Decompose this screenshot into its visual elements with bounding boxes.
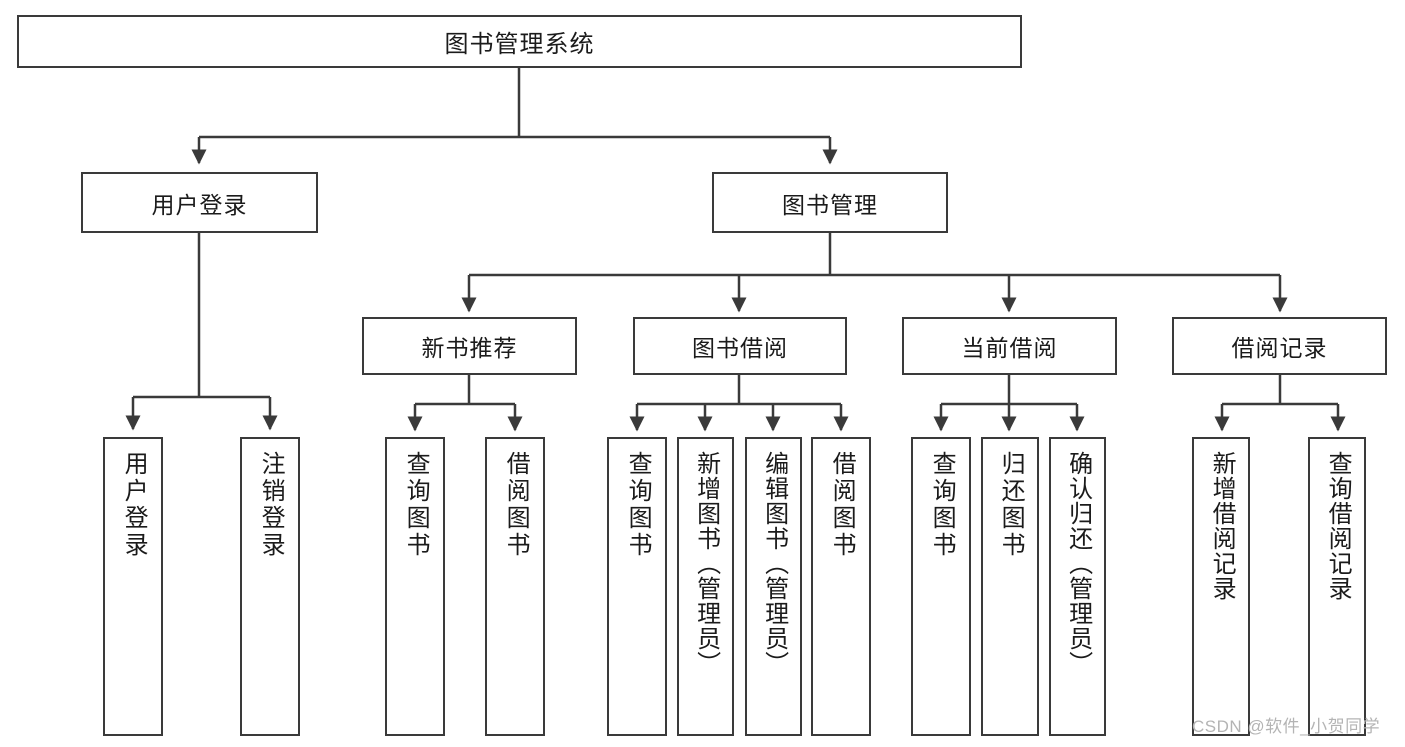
node-current-borrow[interactable]: 当前借阅 (902, 317, 1117, 375)
node-label: 新书推荐 (421, 335, 518, 361)
leaf-label: 借阅图书 (502, 451, 530, 559)
leaf-label: 查询图书 (402, 451, 430, 559)
leaf-label: 借阅图书 (828, 451, 856, 559)
leaf-label: 用户登录 (120, 451, 148, 559)
node-book-management[interactable]: 图书管理 (712, 172, 948, 233)
csdn-watermark: CSDN @软件_小贺同学 (1192, 717, 1381, 736)
leaf-confirm-return-admin[interactable]: 确认归还（管理员） (1049, 437, 1106, 736)
leaf-label: 注销登录 (257, 451, 285, 559)
node-label: 借阅记录 (1231, 335, 1328, 361)
node-label: 当前借阅 (961, 335, 1058, 361)
node-borrow-record[interactable]: 借阅记录 (1172, 317, 1387, 375)
node-new-book-recommend[interactable]: 新书推荐 (362, 317, 577, 375)
leaf-borrow-book[interactable]: 借阅图书 (811, 437, 871, 736)
node-label: 图书管理系统 (444, 31, 595, 58)
leaf-logout-login[interactable]: 注销登录 (240, 437, 300, 736)
leaf-label: 确认归还（管理员） (1064, 451, 1092, 676)
leaf-label: 归还图书 (997, 451, 1025, 559)
node-user-login[interactable]: 用户登录 (81, 172, 318, 233)
leaf-add-book-admin[interactable]: 新增图书（管理员） (677, 437, 734, 736)
node-label: 图书借阅 (692, 335, 788, 361)
leaf-query-book-borrow[interactable]: 查询图书 (607, 437, 667, 736)
leaf-user-login[interactable]: 用户登录 (103, 437, 163, 736)
node-label: 用户登录 (151, 191, 248, 218)
leaf-query-borrow-record[interactable]: 查询借阅记录 (1308, 437, 1366, 736)
leaf-label: 新增借阅记录 (1208, 451, 1236, 601)
leaf-label: 查询图书 (624, 451, 652, 559)
leaf-return-book[interactable]: 归还图书 (981, 437, 1039, 736)
leaf-borrow-book-recommend[interactable]: 借阅图书 (485, 437, 545, 736)
leaf-add-borrow-record[interactable]: 新增借阅记录 (1192, 437, 1250, 736)
leaf-query-book-recommend[interactable]: 查询图书 (385, 437, 445, 736)
leaf-label: 查询图书 (928, 451, 956, 559)
leaf-edit-book-admin[interactable]: 编辑图书（管理员） (745, 437, 802, 736)
node-root-book-management-system[interactable]: 图书管理系统 (17, 15, 1022, 68)
leaf-label: 新增图书（管理员） (692, 451, 720, 676)
leaf-label: 编辑图书（管理员） (760, 451, 788, 676)
node-book-borrow[interactable]: 图书借阅 (633, 317, 847, 375)
node-label: 图书管理 (782, 191, 878, 218)
leaf-query-book-current[interactable]: 查询图书 (911, 437, 971, 736)
leaf-label: 查询借阅记录 (1324, 451, 1352, 601)
